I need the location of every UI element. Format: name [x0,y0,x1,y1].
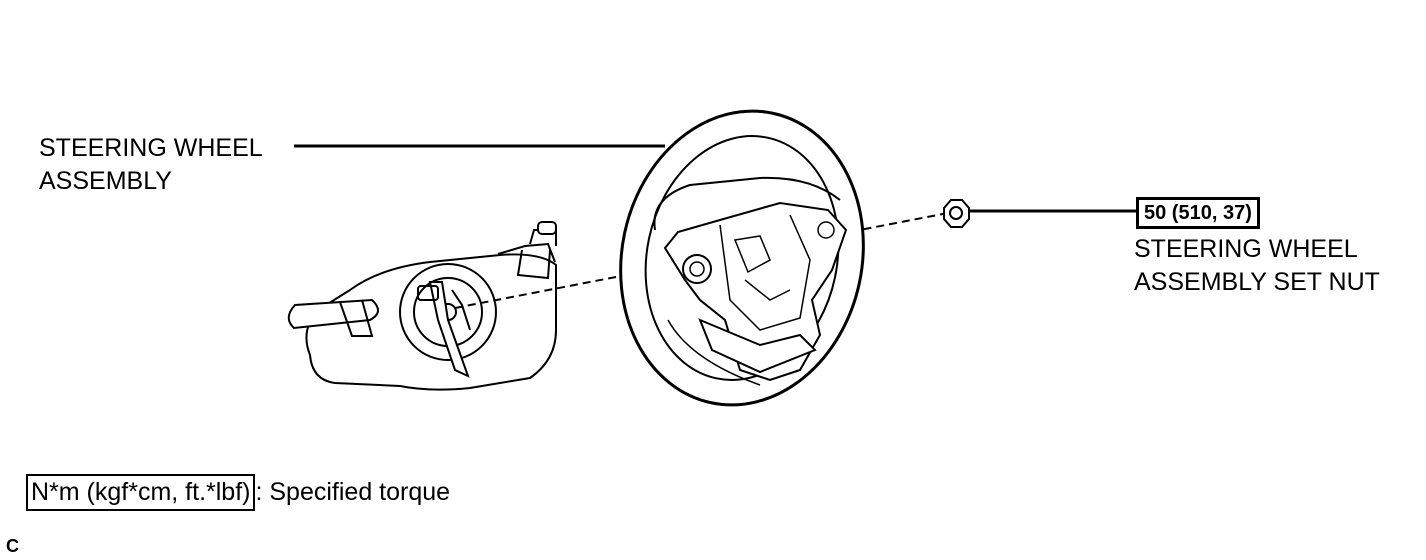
set-nut-label-line1: STEERING WHEEL [1134,235,1358,263]
set-nut-label-line2: ASSEMBLY SET NUT [1134,268,1380,296]
steering-wheel-label-line1: STEERING WHEEL [39,134,263,162]
torque-legend: N*m (kgf*cm, ft.*lbf) : Specified torque [26,474,450,511]
combination-switch-assembly [287,221,557,391]
steering-wheel-icon [619,109,865,407]
set-nut-icon [943,199,970,228]
steering-wheel-label-line2: ASSEMBLY [39,167,172,195]
corner-mark: C [6,536,19,556]
torque-value-box: 50 (510, 37) [1136,197,1260,229]
legend-units-box: N*m (kgf*cm, ft.*lbf) [26,474,256,511]
steering-wheel-label: STEERING WHEEL ASSEMBLY [39,132,263,198]
set-nut-label: STEERING WHEEL ASSEMBLY SET NUT [1134,233,1380,299]
legend-description: : Specified torque [255,478,451,506]
